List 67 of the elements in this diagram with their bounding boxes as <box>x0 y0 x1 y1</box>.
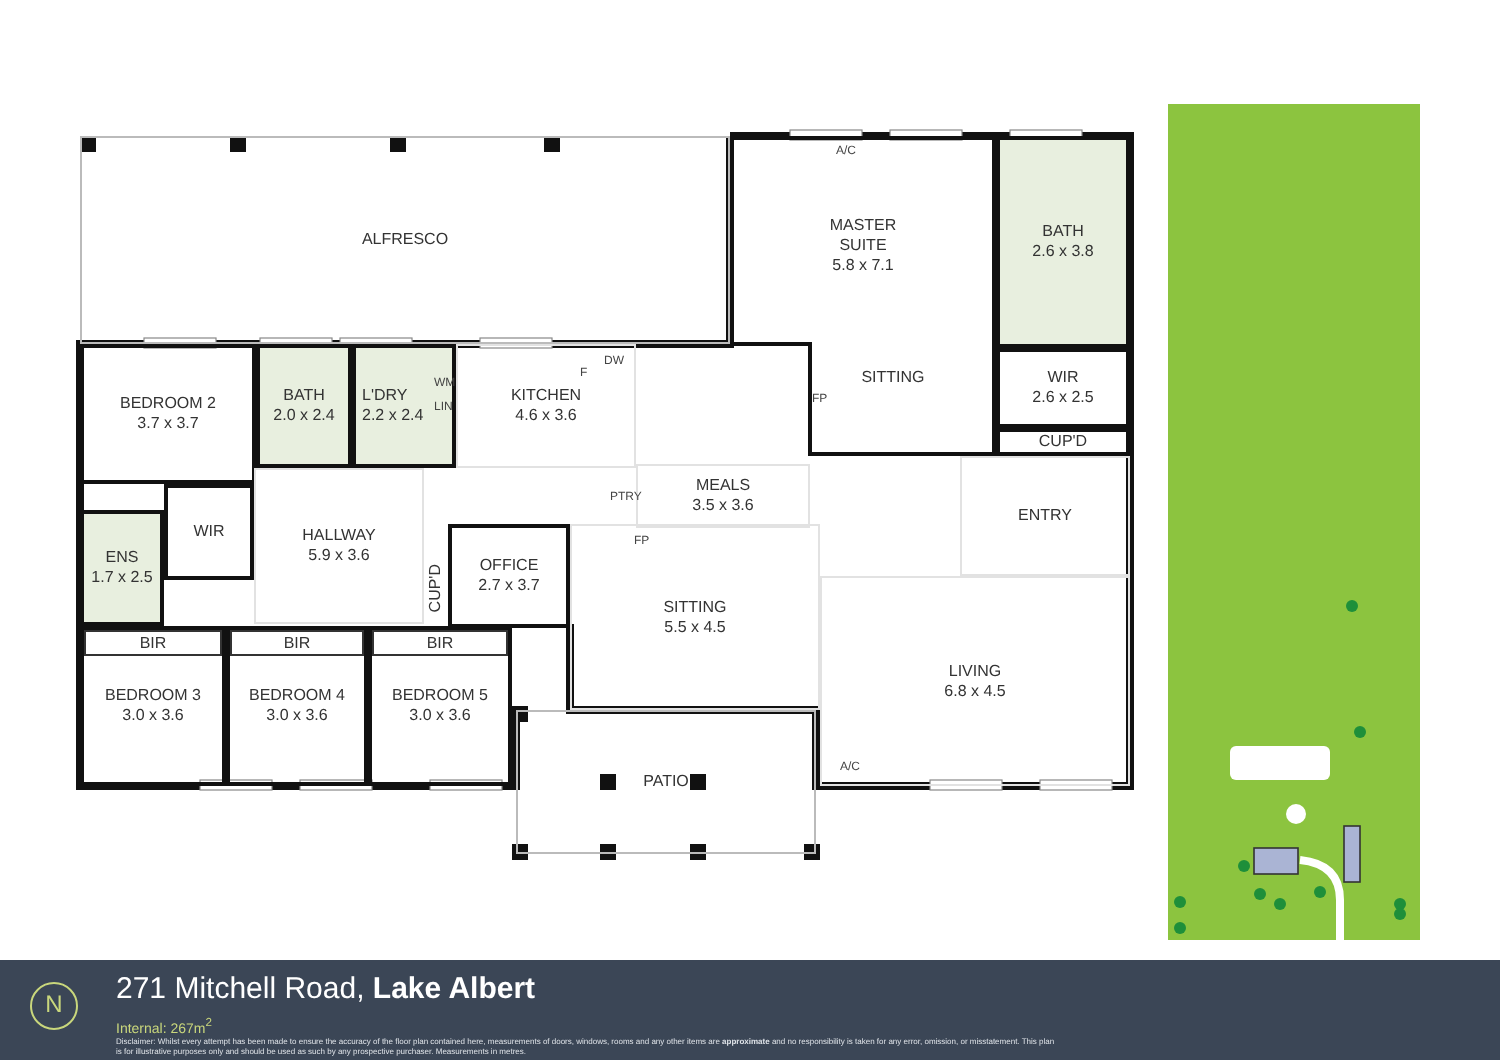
room-outline <box>996 348 1130 428</box>
room-dimensions: 5.8 x 7.1 <box>832 256 894 276</box>
room-name: BEDROOM 4 <box>248 686 345 706</box>
room-name: MEALS <box>695 476 751 496</box>
room-name: WIR <box>1047 368 1079 388</box>
room-name: WIR <box>193 522 225 542</box>
room-dimensions: 3.5 x 3.6 <box>692 496 754 516</box>
room-dimensions: 3.0 x 3.6 <box>409 706 471 726</box>
room-dimensions: 1.7 x 2.5 <box>91 568 153 588</box>
room-dimensions: 5.9 x 3.6 <box>308 546 370 566</box>
room-name: CUP'D <box>426 563 446 613</box>
robe-outline <box>372 630 508 656</box>
room-name: BEDROOM 3 <box>104 686 201 706</box>
room-dimensions: 2.6 x 2.5 <box>1032 388 1094 408</box>
room-outline <box>730 136 996 456</box>
room-outline <box>820 576 1130 786</box>
room-name: LIVING <box>948 661 1002 681</box>
room-dimensions: 4.6 x 3.6 <box>515 406 577 426</box>
room-dimensions: 3.0 x 3.6 <box>266 706 328 726</box>
room-outline <box>80 626 226 786</box>
address-title: 271 Mitchell Road, Lake Albert <box>116 972 536 1006</box>
north-compass-icon: N <box>30 982 78 1030</box>
robe-outline <box>84 630 222 656</box>
room-name: ENS <box>105 548 139 568</box>
room-name: ENTRY <box>1018 506 1072 526</box>
room-name: KITCHEN <box>510 386 582 406</box>
room-name: BEDROOM 2 <box>119 394 216 414</box>
room-dimensions: 3.0 x 3.6 <box>122 706 184 726</box>
room-name: CUP'D <box>1038 432 1088 452</box>
room-outline <box>570 524 820 710</box>
room-outline <box>164 484 254 580</box>
room-name: BATH <box>283 386 325 406</box>
room-outline <box>368 626 512 786</box>
room-outline <box>80 344 256 484</box>
room-outline <box>456 344 636 468</box>
room-name: HALLWAY <box>302 526 376 546</box>
room-name: PATIO <box>643 772 689 792</box>
room-name: L'DRY <box>362 386 408 406</box>
room-outline <box>448 524 570 628</box>
room-dimensions: 5.5 x 4.5 <box>664 617 726 637</box>
outdoor-area-outline <box>80 136 730 344</box>
robe-outline <box>230 630 364 656</box>
room-dimensions: 2.2 x 2.4 <box>362 406 424 426</box>
room-outline <box>256 344 352 468</box>
room-dimensions: 6.8 x 4.5 <box>944 681 1006 701</box>
room-outline <box>352 344 456 468</box>
room-outline <box>960 456 1130 576</box>
room-dimensions: 3.7 x 3.7 <box>137 414 199 434</box>
room-outline <box>254 468 424 624</box>
room-dimensions: 2.0 x 2.4 <box>273 406 335 426</box>
room-name: BIR <box>139 633 167 653</box>
outdoor-area-outline <box>516 710 816 854</box>
room-dimensions: 2.7 x 3.7 <box>478 576 540 596</box>
room-name: SITTING <box>663 597 727 617</box>
room-name: BATH <box>1042 222 1084 242</box>
room-outline <box>996 428 1130 456</box>
room-name: ALFRESCO <box>361 230 449 250</box>
room-outline <box>80 510 164 626</box>
room-name: BEDROOM 5 <box>391 686 488 706</box>
room-name: BIR <box>426 633 454 653</box>
room-outline <box>996 136 1130 348</box>
room-name: SITTING <box>861 368 925 388</box>
room-name: MASTER SUITE <box>827 216 899 256</box>
room-name: BIR <box>283 633 311 653</box>
room-dimensions: 2.6 x 3.8 <box>1032 242 1094 262</box>
room-name: OFFICE <box>479 556 539 576</box>
room-outline <box>226 626 368 786</box>
